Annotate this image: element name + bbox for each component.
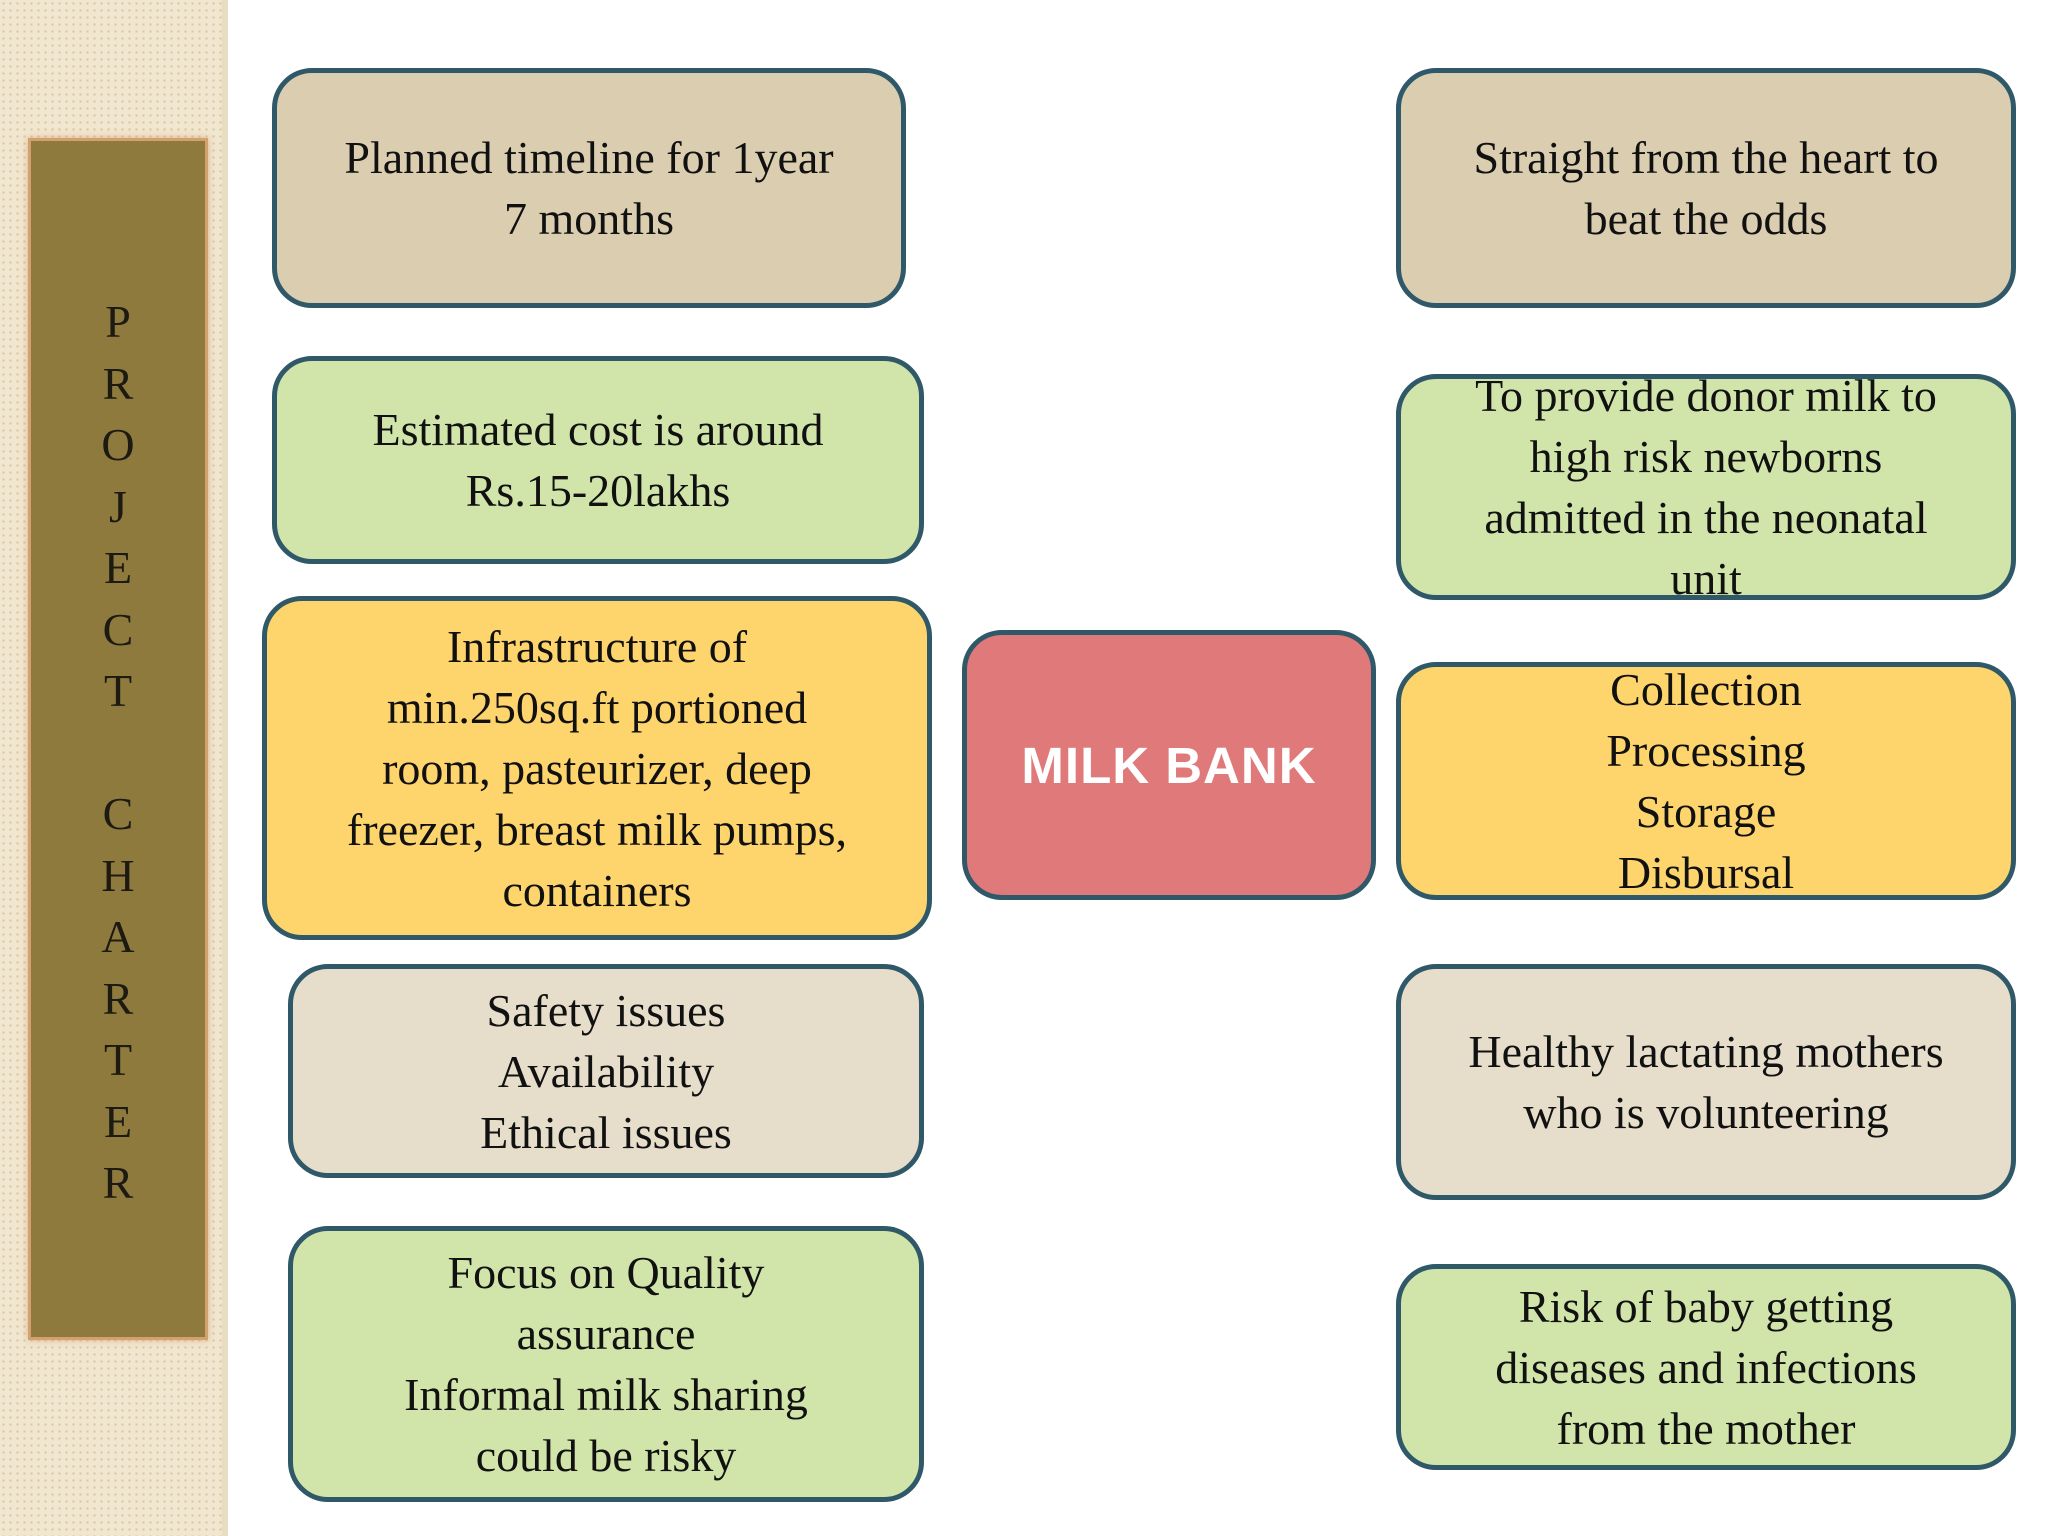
process-line-4: Disbursal xyxy=(1617,847,1795,898)
motto-box: Straight from the heart to beat the odds xyxy=(1396,68,2016,308)
donors-line-2: who is volunteering xyxy=(1523,1087,1889,1138)
objective-box: To provide donor milk to high risk newbo… xyxy=(1396,370,2016,604)
infection-line-2: diseases and infections xyxy=(1495,1341,1917,1393)
project-charter-bar: P R O J E C T C H A R T E R xyxy=(28,138,208,1340)
donors-line-1: Healthy lactating mothers xyxy=(1468,1026,1944,1077)
timeline-box: Planned timeline for 1year 7 months xyxy=(272,68,906,308)
risks-line-3: Ethical issues xyxy=(480,1106,732,1158)
quality-line-4: could be risky xyxy=(475,1430,737,1481)
infrastructure-box: Infrastructure of min.250sq.ft portioned… xyxy=(262,596,932,940)
strip-edge xyxy=(222,0,228,1536)
infrastructure-line-5: containers xyxy=(502,864,692,916)
cost-line-2: Rs.15-20lakhs xyxy=(465,465,731,516)
timeline-line-1: Planned timeline for 1year xyxy=(344,132,834,183)
cost-box: Estimated cost is around Rs.15-20lakhs xyxy=(272,356,924,564)
objective-line-4: unit xyxy=(1670,553,1742,604)
milk-bank-label: MILK BANK xyxy=(1021,736,1317,794)
risks-line-1: Safety issues xyxy=(486,984,726,1036)
milk-bank-center-box: MILK BANK xyxy=(962,630,1376,900)
quality-line-2: assurance xyxy=(516,1308,696,1359)
objective-line-3: admitted in the neonatal xyxy=(1484,492,1928,543)
infection-line-3: from the mother xyxy=(1556,1402,1856,1454)
objective-line-1: To provide donor milk to xyxy=(1475,370,1937,421)
quality-box: Focus on Quality assurance Informal milk… xyxy=(288,1226,924,1502)
process-line-2: Processing xyxy=(1606,725,1806,776)
project-charter-title: P R O J E C T C H A R T E R xyxy=(101,296,135,1208)
process-box: Collection Processing Storage Disbursal xyxy=(1396,662,2016,900)
quality-line-1: Focus on Quality xyxy=(447,1247,765,1298)
infrastructure-line-2: min.250sq.ft portioned xyxy=(386,681,808,733)
cost-line-1: Estimated cost is around xyxy=(372,404,824,455)
infrastructure-line-4: freezer, breast milk pumps, xyxy=(346,803,848,855)
risks-line-2: Availability xyxy=(497,1045,715,1097)
infrastructure-line-3: room, pasteurizer, deep xyxy=(382,742,812,794)
timeline-line-2: 7 months xyxy=(504,193,674,244)
infrastructure-line-1: Infrastructure of xyxy=(446,620,748,672)
risks-box: Safety issues Availability Ethical issue… xyxy=(288,964,924,1178)
quality-line-3: Informal milk sharing xyxy=(404,1369,808,1420)
process-line-3: Storage xyxy=(1635,786,1777,837)
motto-line-2: beat the odds xyxy=(1584,193,1828,244)
donors-box: Healthy lactating mothers who is volunte… xyxy=(1396,964,2016,1200)
process-line-1: Collection xyxy=(1610,664,1802,715)
objective-line-2: high risk newborns xyxy=(1529,431,1883,482)
infection-line-1: Risk of baby getting xyxy=(1518,1280,1894,1332)
motto-line-1: Straight from the heart to xyxy=(1473,132,1939,183)
infection-risk-box: Risk of baby getting diseases and infect… xyxy=(1396,1264,2016,1470)
